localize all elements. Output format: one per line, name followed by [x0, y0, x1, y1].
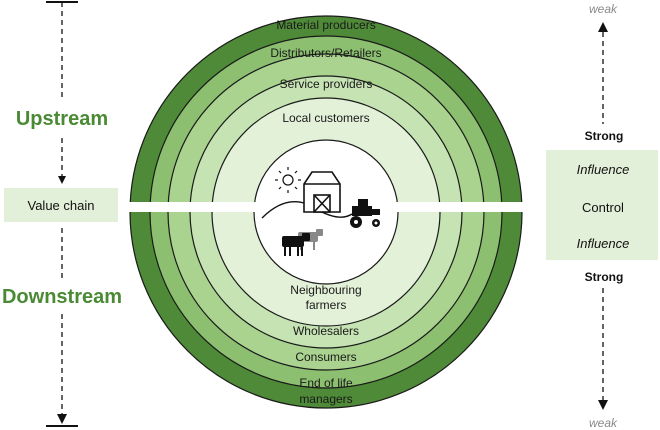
- tractor-icon: [350, 199, 380, 228]
- upstream-arrow-down: [58, 176, 66, 184]
- label-material-producers: Material producers: [276, 18, 375, 32]
- label-local-customers: Local customers: [282, 111, 369, 125]
- label-wholesalers: Wholesalers: [293, 324, 359, 338]
- label-consumers: Consumers: [295, 350, 356, 364]
- downstream-arrow-down: [57, 414, 67, 424]
- barn-icon: [303, 171, 341, 213]
- strong-top-label: Strong: [585, 129, 624, 143]
- label-distributors-retailers: Distributors/Retailers: [270, 46, 381, 60]
- value-chain-box: [4, 188, 118, 222]
- strong-bottom-label: Strong: [585, 270, 624, 284]
- sun-icon: [275, 167, 301, 193]
- label-end-of-life-line1: End of life: [299, 376, 353, 390]
- label-end-of-life-line2: managers: [299, 392, 352, 406]
- upstream-label: Upstream: [16, 108, 108, 130]
- downstream-label: Downstream: [2, 286, 122, 308]
- left-axis: Upstream Value chain Downstream: [2, 1, 122, 427]
- influence-arrow-up: [598, 22, 608, 32]
- farm-illustration: [261, 167, 380, 256]
- label-neighbouring-farmers-line1: Neighbouring: [290, 283, 361, 297]
- control-panel: [546, 150, 658, 260]
- label-service-providers: Service providers: [280, 77, 373, 91]
- weak-top-label: weak: [589, 2, 618, 16]
- ring-labels: Material producers Distributors/Retailer…: [270, 18, 381, 406]
- value-chain-label: Value chain: [28, 198, 95, 213]
- influence-bottom-label: Influence: [577, 236, 630, 251]
- influence-top-label: Influence: [577, 162, 630, 177]
- weak-bottom-label: weak: [589, 416, 618, 430]
- right-axis: weak Strong Influence Control Influence …: [546, 2, 658, 430]
- control-label: Control: [582, 200, 624, 215]
- label-neighbouring-farmers-line2: farmers: [306, 298, 347, 312]
- influence-arrow-down: [598, 400, 608, 410]
- cows-icon: [282, 229, 323, 256]
